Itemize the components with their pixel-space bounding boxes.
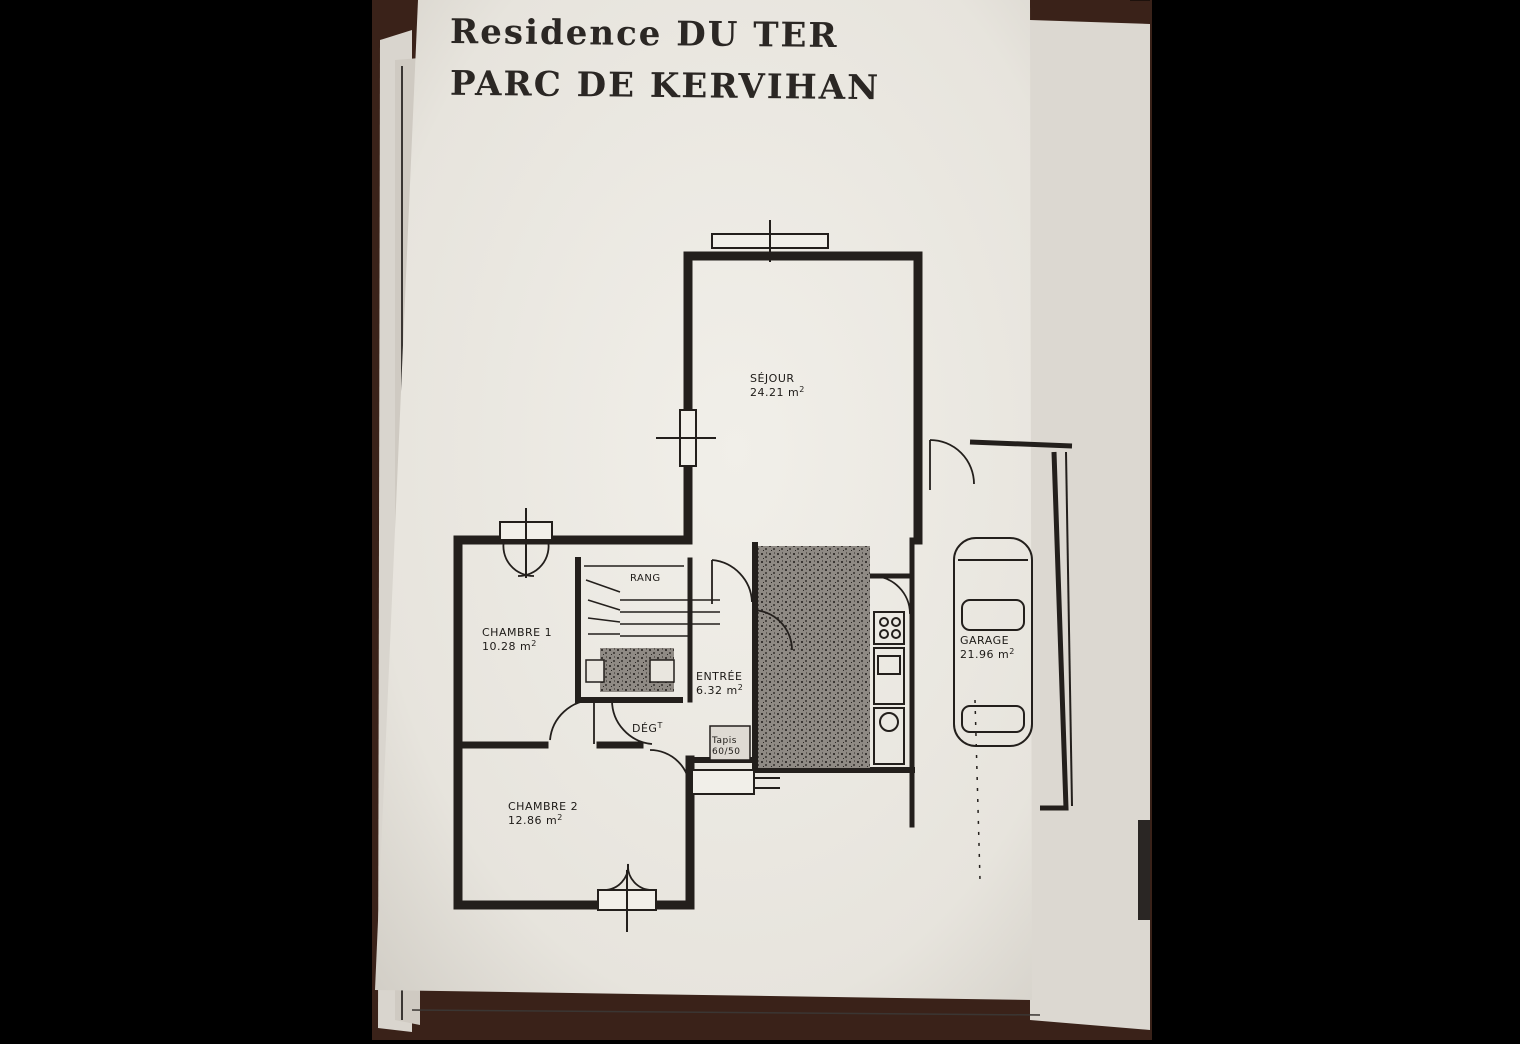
- room-label-garage: GARAGE 21.96 m2: [960, 634, 1015, 662]
- area-exponent: 2: [1009, 647, 1015, 656]
- room-area: 21.96 m: [960, 648, 1010, 661]
- paper-sheet: [375, 0, 1032, 1000]
- room-name: ENTRÉE: [696, 670, 743, 683]
- label-tapis-text: Tapis: [712, 736, 737, 746]
- room-area: 10.28 m: [482, 640, 532, 653]
- staircase: [584, 565, 720, 637]
- kitchen-shaded-area: [758, 546, 870, 768]
- area-exponent: 2: [531, 639, 537, 648]
- room-label-chambre-1: CHAMBRE 1 10.28 m2: [482, 626, 552, 654]
- room-name: SÉJOUR: [750, 372, 795, 385]
- kitchen-fittings: [873, 611, 905, 765]
- label-rangement: RANG: [630, 573, 661, 584]
- area-exponent: 2: [799, 385, 805, 394]
- title-line-1: Residence DU TER: [449, 11, 839, 57]
- windows: [499, 220, 829, 932]
- label-tapis-size: 60/50: [712, 747, 741, 757]
- room-name: CHAMBRE 2: [508, 800, 579, 813]
- room-label-sejour: SÉJOUR 24.21 m2: [750, 372, 805, 400]
- label-degagement: DÉGT: [632, 721, 663, 736]
- area-exponent: 2: [737, 683, 744, 692]
- room-label-entree: ENTRÉE 6.32 m2: [696, 670, 743, 698]
- area-exponent: 2: [557, 813, 563, 822]
- facing-page-mark: [1138, 820, 1150, 920]
- room-area: 24.21 m: [750, 386, 800, 399]
- facing-page: [1030, 20, 1150, 1030]
- label-tapis: Tapis 60/50: [712, 736, 740, 758]
- label-deg-text: DÉG: [632, 722, 658, 735]
- car-drawing: [953, 537, 1033, 747]
- garage-structure: [969, 439, 1073, 881]
- doors: [502, 439, 975, 891]
- room-area: 12.86 m: [508, 814, 558, 827]
- title-line-2: PARC DE KERVIHAN: [449, 63, 881, 109]
- bathroom-fixtures: [585, 659, 751, 761]
- room-label-chambre-2: CHAMBRE 2 12.86 m2: [508, 800, 578, 828]
- room-area: 6.32 m: [696, 684, 738, 697]
- label-deg-sup: T: [657, 721, 663, 730]
- room-name: CHAMBRE 1: [482, 626, 553, 639]
- room-name: GARAGE: [960, 634, 1010, 647]
